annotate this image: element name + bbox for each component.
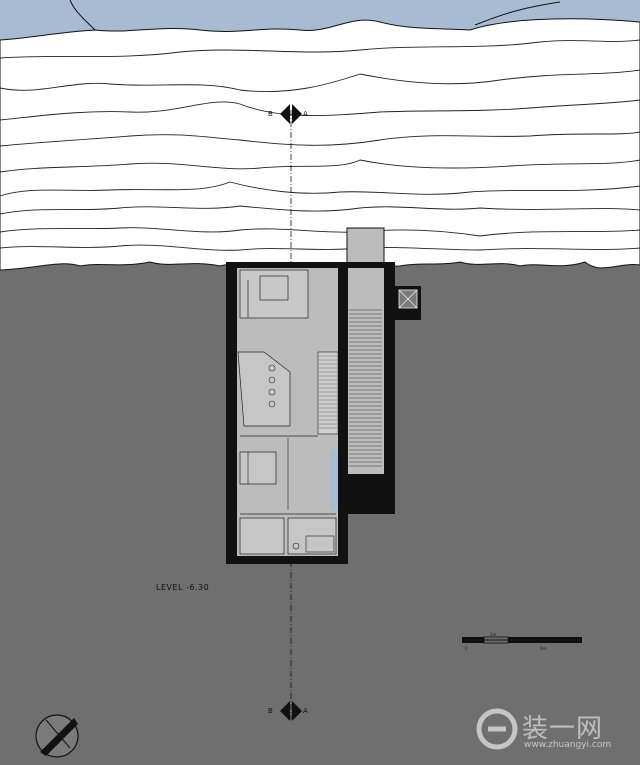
section-marker-top bbox=[280, 104, 302, 124]
scale-bar bbox=[462, 636, 582, 644]
section-marker-bottom-right-label: A bbox=[303, 707, 308, 715]
stair-treads bbox=[349, 309, 382, 467]
north-arrow bbox=[35, 714, 79, 758]
watermark: 装一网 www.zhuangyi.com bbox=[472, 700, 632, 760]
level-label: LEVEL -6.30 bbox=[156, 583, 210, 592]
section-marker-bottom-left-label: B bbox=[268, 707, 273, 715]
section-marker-top-right-label: A bbox=[303, 110, 308, 118]
section-marker-bottom bbox=[280, 701, 302, 721]
contour-lines bbox=[0, 39, 640, 251]
watermark-brand: 装一网 bbox=[522, 714, 604, 744]
section-marker-top-left-label: B bbox=[268, 110, 273, 118]
watermark-logo-icon bbox=[476, 708, 518, 750]
scale-bar-right-label: 5m bbox=[540, 646, 547, 651]
scale-bar-left-label: 0 bbox=[465, 646, 468, 651]
watermark-url: www.zhuangyi.com bbox=[524, 740, 612, 750]
scale-bar-mid-label: 2m bbox=[490, 632, 497, 637]
stair-tower-top bbox=[346, 227, 385, 269]
window-glazing bbox=[330, 450, 338, 510]
stair-well bbox=[347, 268, 384, 474]
